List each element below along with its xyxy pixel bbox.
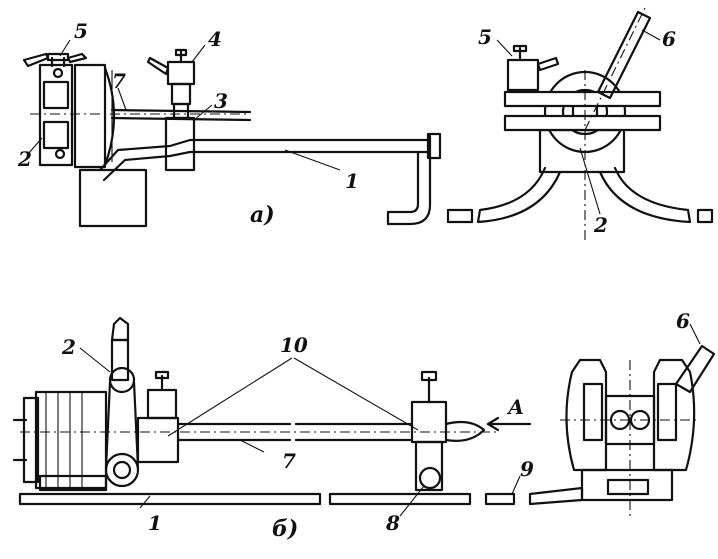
label-6-b-side: 6 (676, 309, 690, 333)
leg-left (476, 166, 562, 224)
view-b-side (511, 323, 716, 520)
drum (34, 390, 108, 490)
handle-6 (596, 10, 652, 100)
leg-right (598, 166, 692, 224)
side-handle-6 (674, 344, 716, 394)
view-a-side (446, 7, 714, 240)
wing-nut (22, 52, 50, 68)
caption-a: а) (250, 202, 275, 228)
label-2-b: 2 (61, 335, 76, 359)
label-7-b: 7 (282, 449, 296, 473)
label-1: 1 (345, 169, 359, 193)
label-8-b: 8 (385, 511, 400, 535)
view-b-front (12, 316, 532, 517)
label-6-side: 6 (662, 27, 676, 51)
label-7: 7 (112, 69, 126, 93)
label-10-b: 10 (280, 333, 308, 357)
caption-b: б) (272, 516, 298, 542)
label-1-b: 1 (148, 511, 162, 535)
lever-2 (110, 338, 130, 382)
base-rail-right (328, 492, 472, 506)
rod-1 (98, 138, 432, 172)
housing (73, 63, 107, 169)
leader-10a (167, 357, 293, 437)
base-block (78, 168, 148, 228)
view-a-front (22, 39, 442, 228)
label-9-b-side: 9 (520, 457, 534, 481)
label-2-side: 2 (593, 213, 608, 237)
clamp-4 (166, 60, 196, 86)
label-2: 2 (17, 147, 32, 171)
label-arrow-a: А (506, 395, 524, 419)
support-8 (410, 400, 448, 444)
side-base (580, 468, 674, 502)
label-5-side: 5 (478, 25, 492, 49)
label-4: 4 (208, 27, 222, 51)
clamp-left (38, 63, 74, 167)
wire-end (444, 420, 486, 442)
base-rail-left (18, 492, 322, 506)
label-5: 5 (74, 19, 88, 43)
disc-rim (103, 66, 116, 167)
leader-10b (293, 357, 419, 431)
label-3: 3 (214, 89, 228, 113)
